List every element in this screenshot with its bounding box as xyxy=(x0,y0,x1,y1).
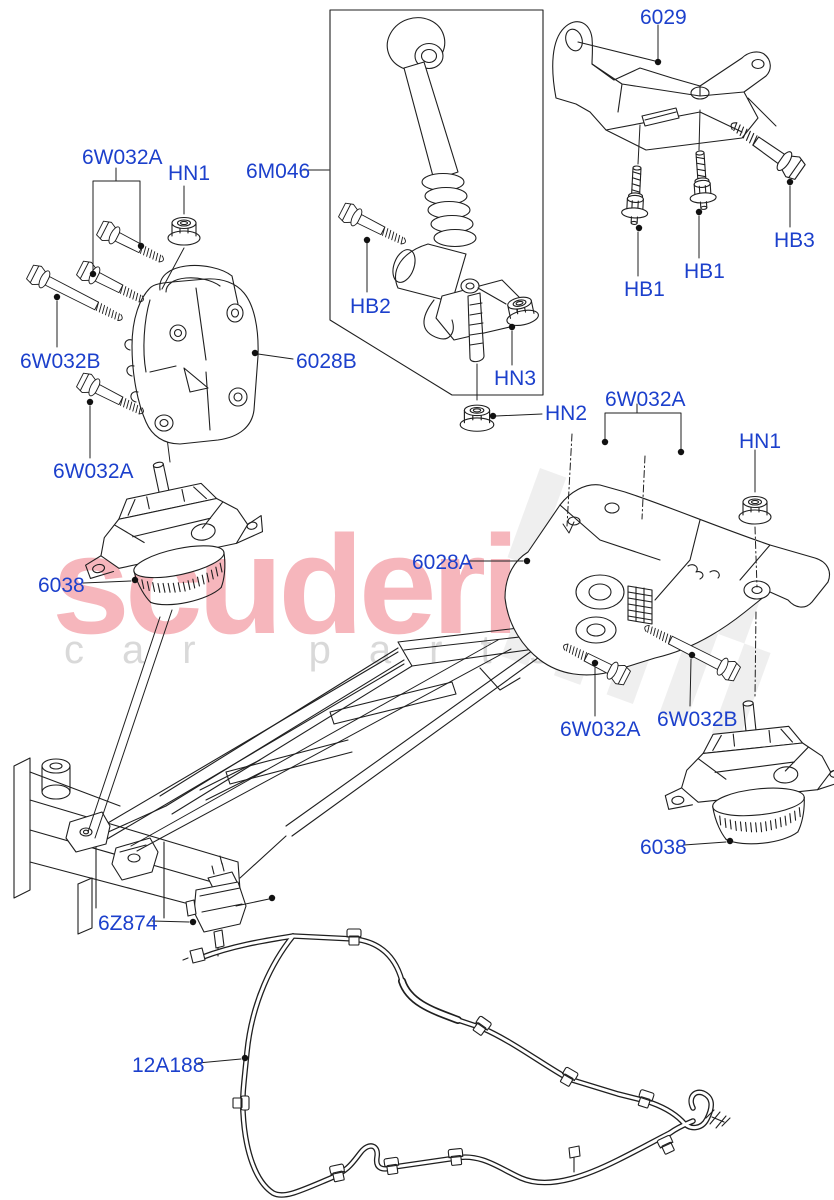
part-label-HB1-right[interactable]: HB1 xyxy=(684,260,725,283)
nut-HN1-top-drawing xyxy=(167,216,201,246)
bracket-6028B-drawing xyxy=(124,264,259,445)
part-label-6038-right[interactable]: 6038 xyxy=(640,836,687,859)
part-label-6W032A-mid[interactable]: 6W032A xyxy=(605,388,686,411)
damper-6M046-box xyxy=(329,9,544,396)
part-label-6Z874[interactable]: 6Z874 xyxy=(98,912,158,935)
nut-HN1-right-drawing xyxy=(738,495,772,525)
part-label-HB2[interactable]: HB2 xyxy=(350,295,391,318)
part-label-6028B[interactable]: 6028B xyxy=(296,350,357,373)
bolt-6W032A-top-drawing xyxy=(94,218,169,270)
bolt-6W032B-left-drawing xyxy=(24,262,128,329)
part-label-6W032B-left[interactable]: 6W032B xyxy=(20,350,101,373)
chassis-frame-drawing xyxy=(13,625,543,935)
part-label-6W032A-top[interactable]: 6W032A xyxy=(82,146,163,169)
part-label-HN3[interactable]: HN3 xyxy=(494,367,537,390)
locator-lines xyxy=(87,429,512,852)
harness-12A188-drawing xyxy=(182,928,731,1198)
valve-6Z874-drawing xyxy=(185,855,247,957)
part-label-HB1-left[interactable]: HB1 xyxy=(624,278,665,301)
part-label-6M046[interactable]: 6M046 xyxy=(246,160,311,183)
part-label-6W032A-left[interactable]: 6W032A xyxy=(53,460,134,483)
part-label-6W032A-bottom[interactable]: 6W032A xyxy=(560,718,641,741)
part-label-HN2[interactable]: HN2 xyxy=(545,402,588,425)
part-label-6029[interactable]: 6029 xyxy=(640,6,687,29)
part-label-6W032B-bottom[interactable]: 6W032B xyxy=(657,708,738,731)
bolt-HB2-drawing xyxy=(336,200,411,252)
bolt-HB1-right-drawing xyxy=(686,149,718,211)
part-label-HN1-right[interactable]: HN1 xyxy=(739,430,782,453)
part-label-HN1-top[interactable]: HN1 xyxy=(168,162,211,185)
leader-lines xyxy=(53,24,794,1064)
part-label-12A188[interactable]: 12A188 xyxy=(132,1054,205,1077)
damper-6M046-drawing xyxy=(386,17,521,401)
part-label-6038-left[interactable]: 6038 xyxy=(38,574,85,597)
bracket-6028A-drawing xyxy=(504,484,831,676)
bracket-6029-drawing xyxy=(552,21,777,165)
part-label-HB3[interactable]: HB3 xyxy=(774,229,815,252)
watermark-subtext: car parts xyxy=(64,628,588,672)
bolt-HB1-left-drawing xyxy=(620,164,651,226)
harness-pigtail-connector xyxy=(705,1109,731,1129)
nut-HN2-drawing xyxy=(459,404,495,432)
part-label-6028A[interactable]: 6028A xyxy=(412,551,473,574)
